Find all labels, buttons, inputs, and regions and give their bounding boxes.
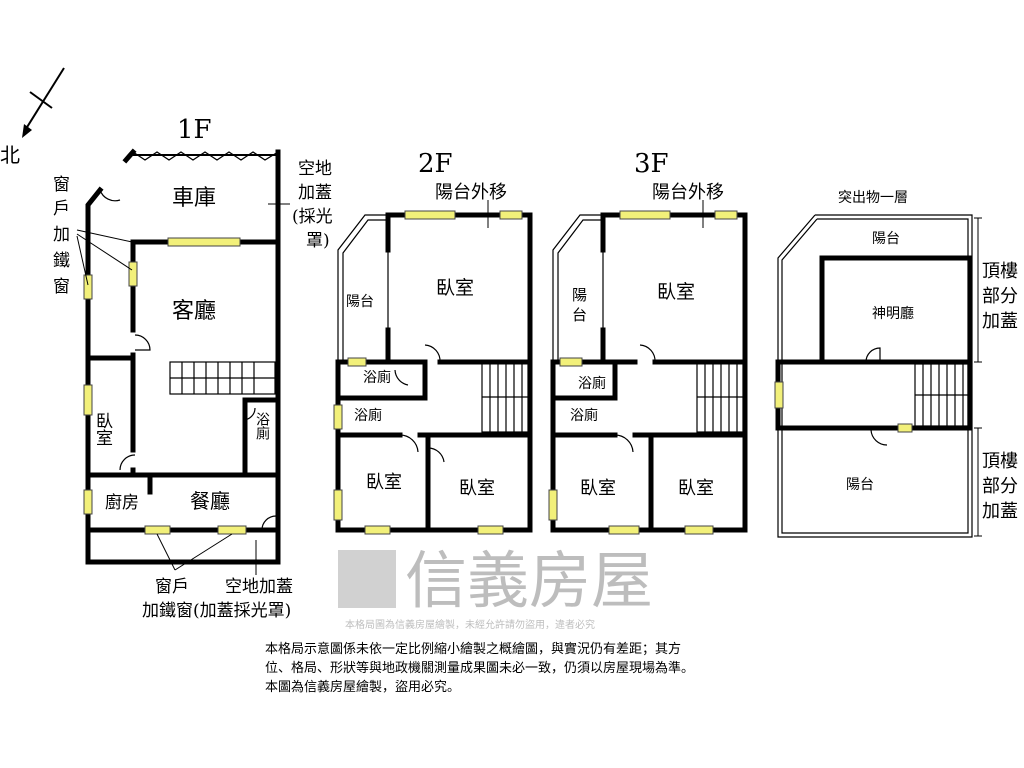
room-bedroom-left-3f: 臥室 xyxy=(580,478,616,499)
room-shrine: 神明廳 xyxy=(872,305,914,322)
stairs xyxy=(481,361,529,433)
room-bath1-3f: 浴廁 xyxy=(578,375,606,392)
stairs xyxy=(696,361,744,433)
note-line: 頂樓 xyxy=(982,261,1018,282)
floor-2-plan xyxy=(333,200,533,535)
floor-1-plan xyxy=(76,148,290,575)
note-line: 加蓋 xyxy=(982,311,1018,332)
note-char: 窗 xyxy=(53,277,70,297)
room-bedroom-left-2f: 臥室 xyxy=(366,472,402,493)
room-balcony-roof-bottom: 陽台 xyxy=(846,477,874,493)
stairs xyxy=(914,363,969,427)
note-line: 空地 xyxy=(298,159,332,179)
watermark-small: 本格局圖為信義房屋繪製，未經允許請勿盜用，違者必究 xyxy=(345,618,595,631)
note-char: 戶 xyxy=(53,199,70,219)
note-bottom-ironwindow: 加鐵窗(加蓋採光罩) xyxy=(142,601,291,621)
room-bedroom-right-2f: 臥室 xyxy=(459,478,495,499)
floor-1-title: 1F xyxy=(177,115,212,145)
room-balcony-2f: 陽台 xyxy=(346,294,374,310)
watermark: 信義房屋 本格局圖為信義房屋繪製，未經允許請勿盜用，違者必究 xyxy=(338,544,653,631)
note-bottom-window: 窗戶 xyxy=(155,577,189,597)
disclaimer-line: 位、格局、形狀等與地政機關測量成果圖未必一致，仍須以房屋現場為準。 xyxy=(265,661,695,676)
note-char: 鐵 xyxy=(53,251,70,271)
room-bedroom-main-3f: 臥室 xyxy=(657,281,695,303)
note-line: 部分 xyxy=(982,286,1018,307)
room-bedroom: 臥室 xyxy=(92,412,112,446)
note-balcony-move-2f: 陽台外移 xyxy=(435,182,507,203)
note-bottom-extension: 空地加蓋 xyxy=(225,577,293,597)
note-right: 空地 加蓋 (採光 罩) xyxy=(292,159,333,251)
stairs xyxy=(169,361,276,395)
note-roof-bottom: 頂樓 部分 加蓋 xyxy=(982,451,1018,522)
north-arrow-icon xyxy=(22,67,65,138)
room-bedroom-right-3f: 臥室 xyxy=(678,478,714,499)
note-line: (採光 xyxy=(292,207,333,227)
note-window-left: 窗 戶 加 鐵 窗 xyxy=(53,175,70,297)
note-roof-top: 頂樓 部分 加蓋 xyxy=(982,261,1018,332)
watermark-brand: 信義房屋 xyxy=(405,544,653,617)
room-bath: 浴廁 xyxy=(254,412,270,440)
room-garage: 車庫 xyxy=(172,186,216,211)
note-char: 加 xyxy=(53,225,70,245)
note-line: 部分 xyxy=(982,476,1018,497)
note-line: 加蓋 xyxy=(982,501,1018,522)
room-bedroom-main-2f: 臥室 xyxy=(436,277,474,299)
disclaimer-line: 本格局示意圖係未依一定比例縮小繪製之概繪圖，與實況仍有差距；其方 xyxy=(265,642,682,657)
north-label: 北 xyxy=(0,143,20,167)
disclaimer: 本格局示意圖係未依一定比例縮小繪製之概繪圖，與實況仍有差距；其方 位、格局、形狀… xyxy=(265,640,694,697)
room-kitchen: 廚房 xyxy=(105,492,139,513)
room-balcony-3f-a: 陽 xyxy=(572,286,587,304)
room-bath2-3f: 浴廁 xyxy=(570,407,598,424)
note-line: 頂樓 xyxy=(982,451,1018,472)
room-dining: 餐廳 xyxy=(190,489,230,513)
brand-logo-icon xyxy=(338,550,396,608)
note-char: 窗 xyxy=(53,175,70,195)
floor-3-plan xyxy=(548,200,748,535)
floor-2-title: 2F xyxy=(418,149,453,179)
room-bath2-2f: 浴廁 xyxy=(354,407,382,424)
roof-title: 突出物一層 xyxy=(838,190,908,206)
note-line: 罩) xyxy=(306,231,330,251)
disclaimer-line: 本圖為信義房屋繪製，盜用必究。 xyxy=(265,680,461,695)
note-line: 加蓋 xyxy=(298,183,332,203)
roof-plan xyxy=(774,214,982,538)
note-balcony-move-3f: 陽台外移 xyxy=(652,182,724,203)
room-balcony-roof-top: 陽台 xyxy=(872,231,900,247)
room-bath1-2f: 浴廁 xyxy=(363,369,391,386)
room-balcony-3f-b: 台 xyxy=(572,306,587,324)
room-living: 客廳 xyxy=(172,299,216,324)
floor-3-title: 3F xyxy=(634,149,669,179)
